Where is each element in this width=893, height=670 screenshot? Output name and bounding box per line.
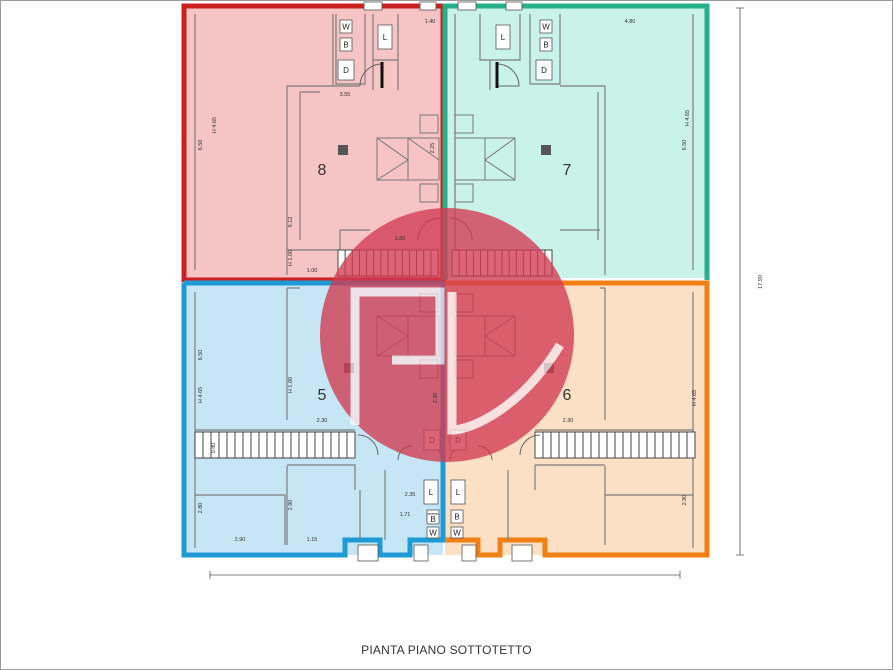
fixture-u7-d: D bbox=[535, 59, 553, 81]
doors bbox=[380, 62, 499, 88]
fixture-u8-d: D bbox=[337, 59, 355, 81]
dim-u7-top-width: 4.80 bbox=[625, 19, 636, 25]
interior-walls bbox=[194, 14, 694, 548]
svg-text:D: D bbox=[541, 66, 547, 75]
svg-text:W: W bbox=[453, 529, 461, 538]
dim-u8-top-width: 1.40 bbox=[425, 19, 436, 25]
svg-text:B: B bbox=[543, 41, 548, 50]
dim-u8-stair-width: 1.60 bbox=[395, 236, 406, 242]
dim-u5-width: 2.30 bbox=[317, 418, 328, 424]
fixture-u8-l: L bbox=[377, 24, 393, 50]
fixture-u5-b: B bbox=[426, 513, 440, 525]
unit-8-number: 8 bbox=[318, 162, 327, 179]
plan-caption: PIANTA PIANO SOTTOTETTO bbox=[361, 643, 532, 657]
dim-u8-bottom: 1.00 bbox=[307, 268, 318, 274]
window-u5-1 bbox=[357, 544, 379, 562]
dim-u8-inner: 3.55 bbox=[340, 92, 351, 98]
dim-u6-room-height: 2.80 bbox=[682, 495, 688, 506]
fixture-u8-w: W bbox=[339, 19, 353, 34]
svg-text:W: W bbox=[342, 23, 350, 32]
dim-u7-center: 2.25 bbox=[430, 143, 436, 154]
dim-u5-bath-a: 2.35 bbox=[405, 492, 416, 498]
dim-u8-side-h: H 4.65 bbox=[212, 117, 218, 133]
window-u6-1 bbox=[461, 544, 477, 562]
stair-unit-5 bbox=[194, 431, 356, 459]
svg-text:L: L bbox=[501, 33, 506, 42]
svg-text:L: L bbox=[456, 488, 461, 497]
unit-5-number: 5 bbox=[318, 387, 327, 404]
windows bbox=[357, 1, 533, 562]
svg-text:B: B bbox=[343, 41, 348, 50]
dim-u7-side-h: H 4.65 bbox=[685, 110, 691, 126]
dim-u5-bottom-width: 2.90 bbox=[235, 537, 246, 543]
window-u6-2 bbox=[511, 544, 533, 562]
fixture-u5-l: L bbox=[423, 479, 439, 505]
dim-u8-low-height: H 1.00 bbox=[288, 250, 294, 266]
dim-u8-inner-v: 6.12 bbox=[288, 217, 294, 228]
fixture-u8-b: B bbox=[339, 37, 353, 52]
dim-u5-inner-h: H 1.80 bbox=[288, 377, 294, 393]
dim-u5-bath-b: 1.71 bbox=[400, 512, 411, 518]
dim-u5-room-height-2: 2.80 bbox=[288, 500, 294, 511]
dim-u7-side: 6.50 bbox=[682, 140, 688, 151]
unit-7-number: 7 bbox=[563, 162, 572, 179]
svg-text:L: L bbox=[383, 33, 388, 42]
dim-u6-width: 2.30 bbox=[563, 418, 574, 424]
svg-text:B: B bbox=[430, 515, 435, 524]
dim-u8-side: 6.50 bbox=[198, 140, 204, 151]
dim-u5-side-h: H 4.65 bbox=[198, 387, 204, 403]
dim-u5-bath-width: 1.15 bbox=[307, 537, 318, 543]
fixture-u7-l: L bbox=[495, 24, 511, 50]
fixture-u6-w: W bbox=[450, 526, 464, 539]
dim-u6-side: H 4.65 bbox=[692, 390, 698, 406]
dim-center-v: 2.30 bbox=[433, 393, 439, 404]
fixture-u6-l: L bbox=[450, 479, 466, 505]
window-u8-1 bbox=[363, 1, 383, 11]
window-u7-1 bbox=[457, 1, 477, 11]
dim-u5-room-height: 2.80 bbox=[198, 503, 204, 514]
window-u5-2 bbox=[413, 544, 429, 562]
svg-text:W: W bbox=[542, 23, 550, 32]
stair-unit-6 bbox=[534, 431, 696, 459]
dim-overall-height: 17.90 bbox=[758, 275, 764, 289]
dim-u5-stair: 0.80 bbox=[211, 443, 217, 454]
fixture-u6-b: B bbox=[450, 509, 464, 524]
svg-text:B: B bbox=[454, 513, 459, 522]
unit-6-wall bbox=[445, 280, 710, 558]
dimension-lines bbox=[209, 7, 744, 579]
svg-text:D: D bbox=[343, 66, 349, 75]
fixture-u5-w2: W bbox=[426, 526, 440, 539]
unit-6-number: 6 bbox=[563, 387, 572, 404]
window-u7-2 bbox=[505, 1, 523, 11]
svg-text:W: W bbox=[429, 529, 437, 538]
dim-u5-side: 6.50 bbox=[198, 350, 204, 361]
fixture-u7-w: W bbox=[539, 19, 553, 34]
svg-text:L: L bbox=[429, 488, 434, 497]
unit-7-outer-wall-strip bbox=[705, 6, 709, 280]
window-u8-2 bbox=[419, 1, 437, 11]
logo-watermark bbox=[320, 208, 574, 462]
fixture-u7-b: B bbox=[539, 37, 553, 52]
